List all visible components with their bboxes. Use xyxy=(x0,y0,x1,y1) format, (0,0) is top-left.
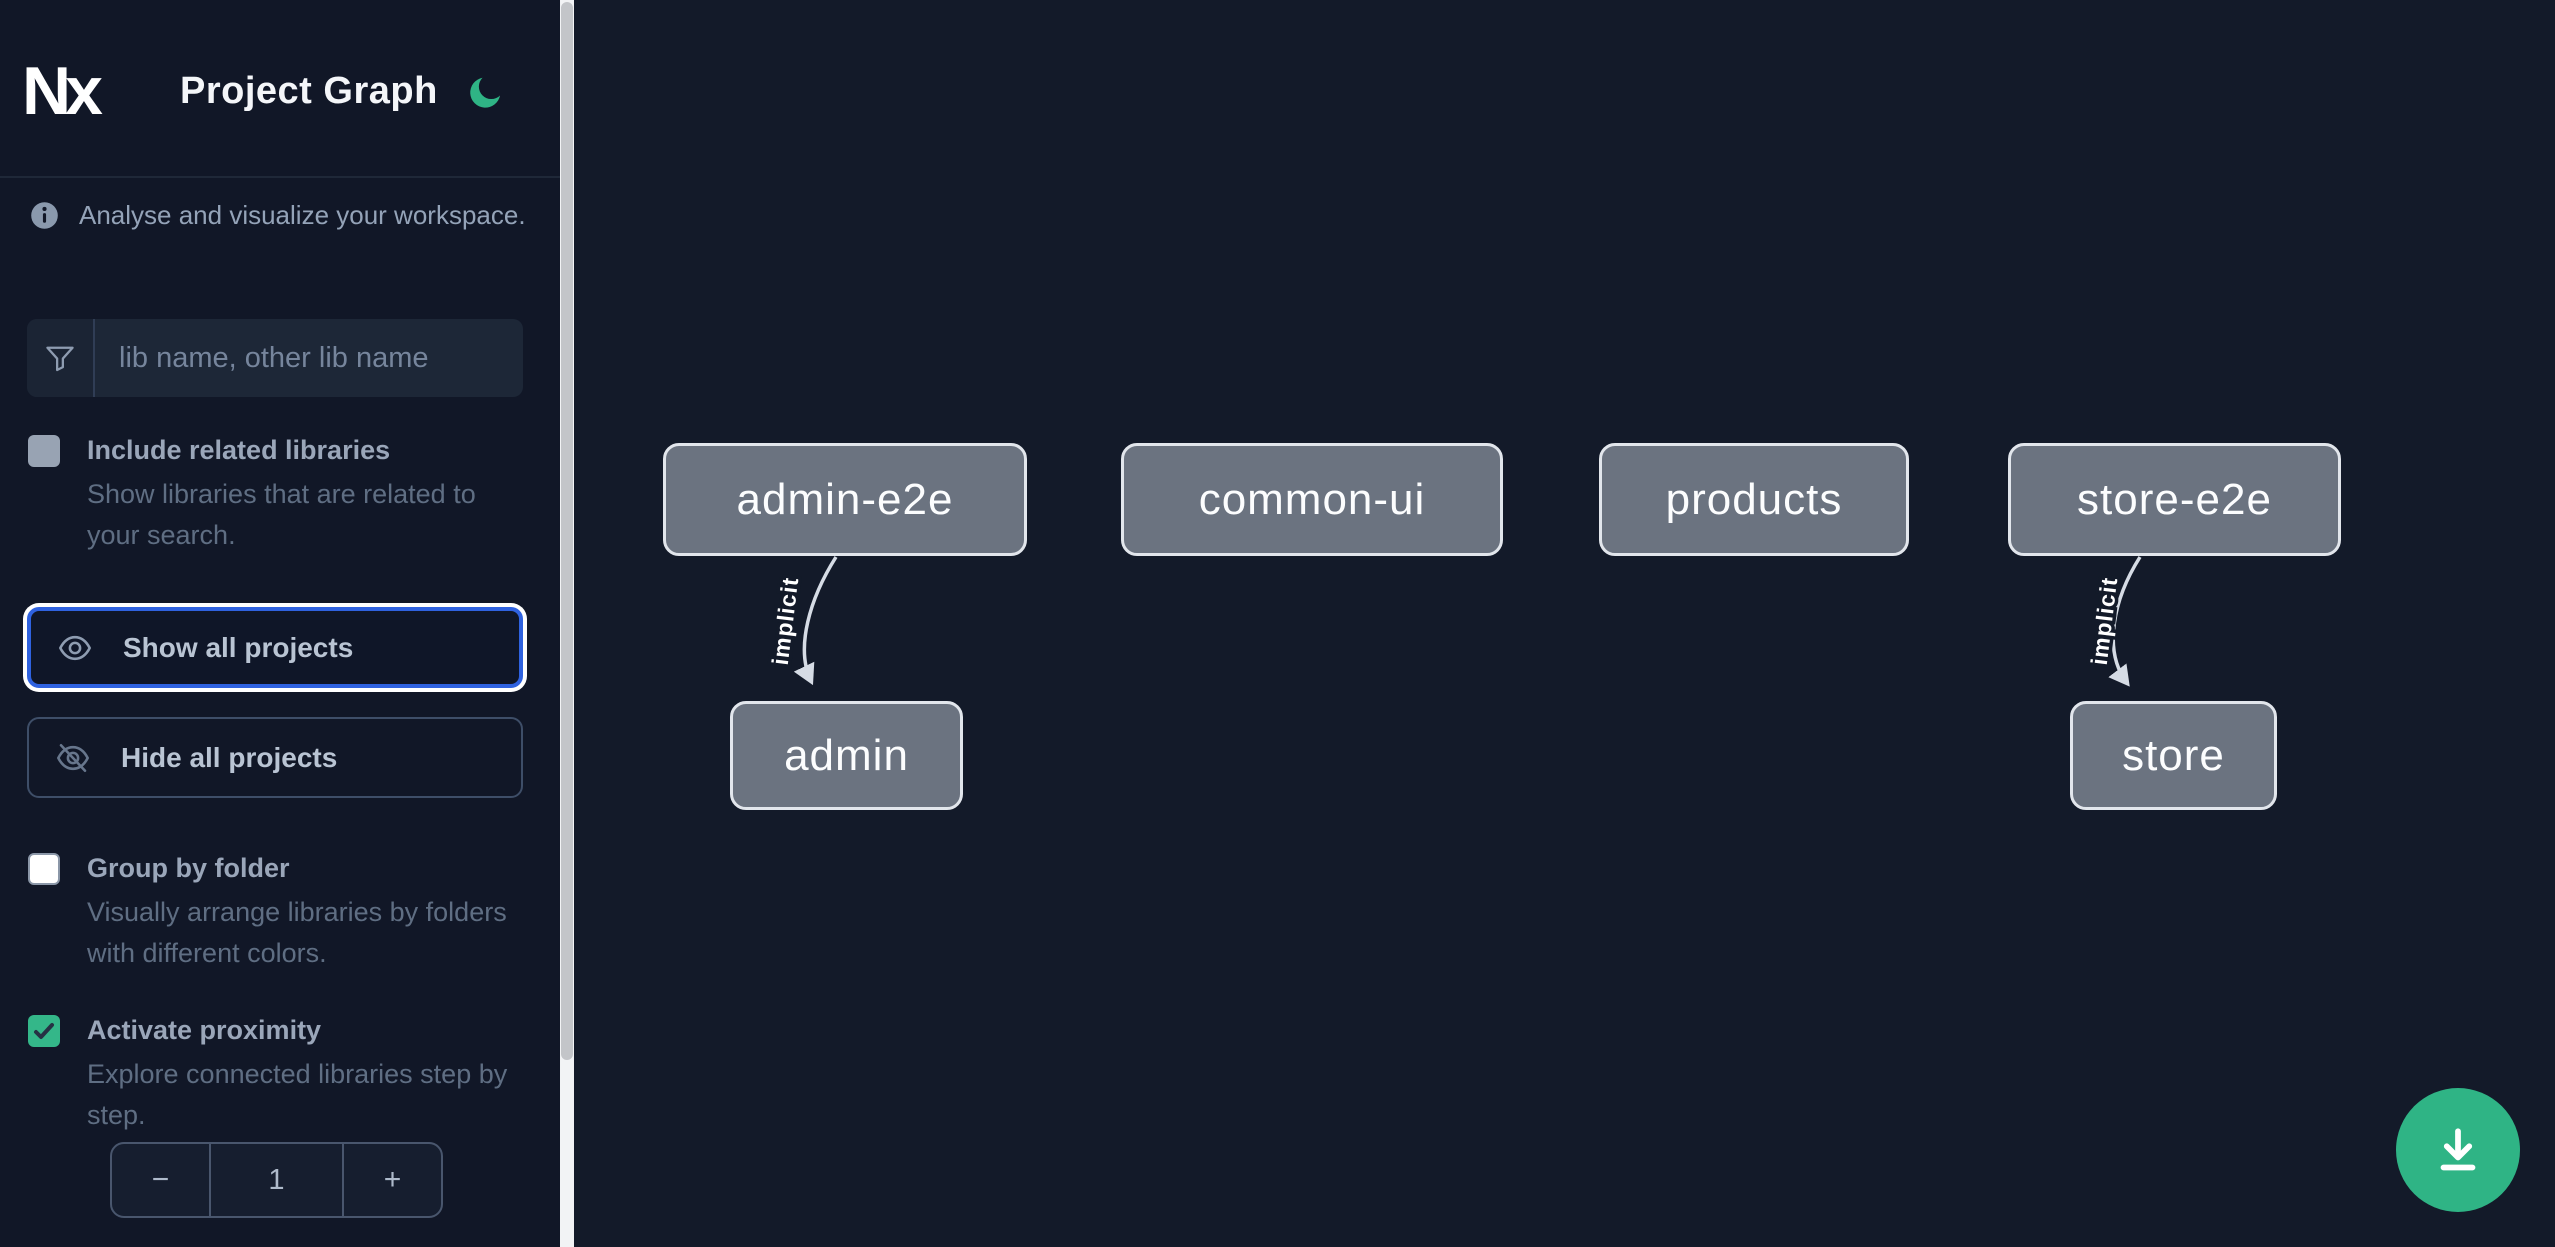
include-related-description: Show libraries that are related to your … xyxy=(87,479,476,550)
include-related-label[interactable]: Include related libraries xyxy=(87,435,391,465)
edge-label-implicit[interactable]: implicit xyxy=(763,572,807,670)
activate-proximity-checkbox[interactable] xyxy=(28,1015,60,1047)
header-divider xyxy=(0,176,560,178)
activate-proximity-row: Activate proximity Explore connected lib… xyxy=(28,1012,520,1136)
filter-funnel-icon xyxy=(27,319,95,397)
svg-text:Nx: Nx xyxy=(26,58,103,122)
include-related-checkbox[interactable] xyxy=(28,435,60,467)
graph-node-common-ui[interactable]: common-ui xyxy=(1121,443,1503,556)
group-by-folder-row: Group by folder Visually arrange librari… xyxy=(28,850,520,974)
group-by-folder-checkbox[interactable] xyxy=(28,853,60,885)
include-related-row: Include related libraries Show libraries… xyxy=(28,432,520,556)
graph-edge-admin-e2e-admin[interactable] xyxy=(793,556,838,686)
proximity-decrement-button[interactable]: − xyxy=(151,1163,170,1196)
proximity-increment-button[interactable]: + xyxy=(383,1163,402,1196)
show-all-projects-button[interactable]: Show all projects xyxy=(27,607,523,688)
show-all-projects-label: Show all projects xyxy=(123,631,354,663)
project-graph-canvas[interactable]: implicit implicit admin-e2e common-ui produ… xyxy=(574,0,2555,1247)
workspace-tagline-row: Analyse and visualize your workspace. xyxy=(30,200,526,231)
activate-proximity-label[interactable]: Activate proximity xyxy=(87,1015,322,1045)
proximity-stepper: − 1 + xyxy=(110,1142,443,1218)
search-input[interactable] xyxy=(95,319,523,397)
eye-icon xyxy=(59,635,91,660)
graph-node-products[interactable]: products xyxy=(1599,443,1909,556)
graph-edges: implicit implicit xyxy=(763,556,2142,687)
workspace-tagline: Analyse and visualize your workspace. xyxy=(79,200,526,230)
download-icon xyxy=(2440,1128,2476,1171)
sidebar-scrollbar-track xyxy=(560,0,574,1247)
project-filter xyxy=(27,319,523,397)
sidebar: Nx Project Graph Analyse and visualize y… xyxy=(0,0,560,1247)
moon-icon[interactable] xyxy=(464,72,506,114)
edge-label-implicit[interactable]: implicit xyxy=(2082,572,2126,670)
graph-edge-store-e2e-store[interactable] xyxy=(2108,556,2142,687)
hide-all-projects-label: Hide all projects xyxy=(121,741,338,773)
graph-node-admin[interactable]: admin xyxy=(730,701,963,810)
graph-node-store[interactable]: store xyxy=(2070,701,2277,810)
nx-logo: Nx xyxy=(26,58,109,122)
group-by-folder-label[interactable]: Group by folder xyxy=(87,853,290,883)
hide-all-projects-button[interactable]: Hide all projects xyxy=(27,717,523,798)
activate-proximity-description: Explore connected libraries step by step… xyxy=(87,1059,508,1130)
eye-off-icon xyxy=(57,743,89,772)
sidebar-scrollbar-thumb[interactable] xyxy=(561,2,573,1060)
graph-node-admin-e2e[interactable]: admin-e2e xyxy=(663,443,1027,556)
page-title: Project Graph xyxy=(180,70,438,112)
graph-node-store-e2e[interactable]: store-e2e xyxy=(2008,443,2341,556)
info-icon xyxy=(31,202,58,229)
proximity-value: 1 xyxy=(209,1144,344,1216)
group-by-folder-description: Visually arrange libraries by folders wi… xyxy=(87,897,507,968)
download-image-button[interactable] xyxy=(2396,1088,2520,1212)
